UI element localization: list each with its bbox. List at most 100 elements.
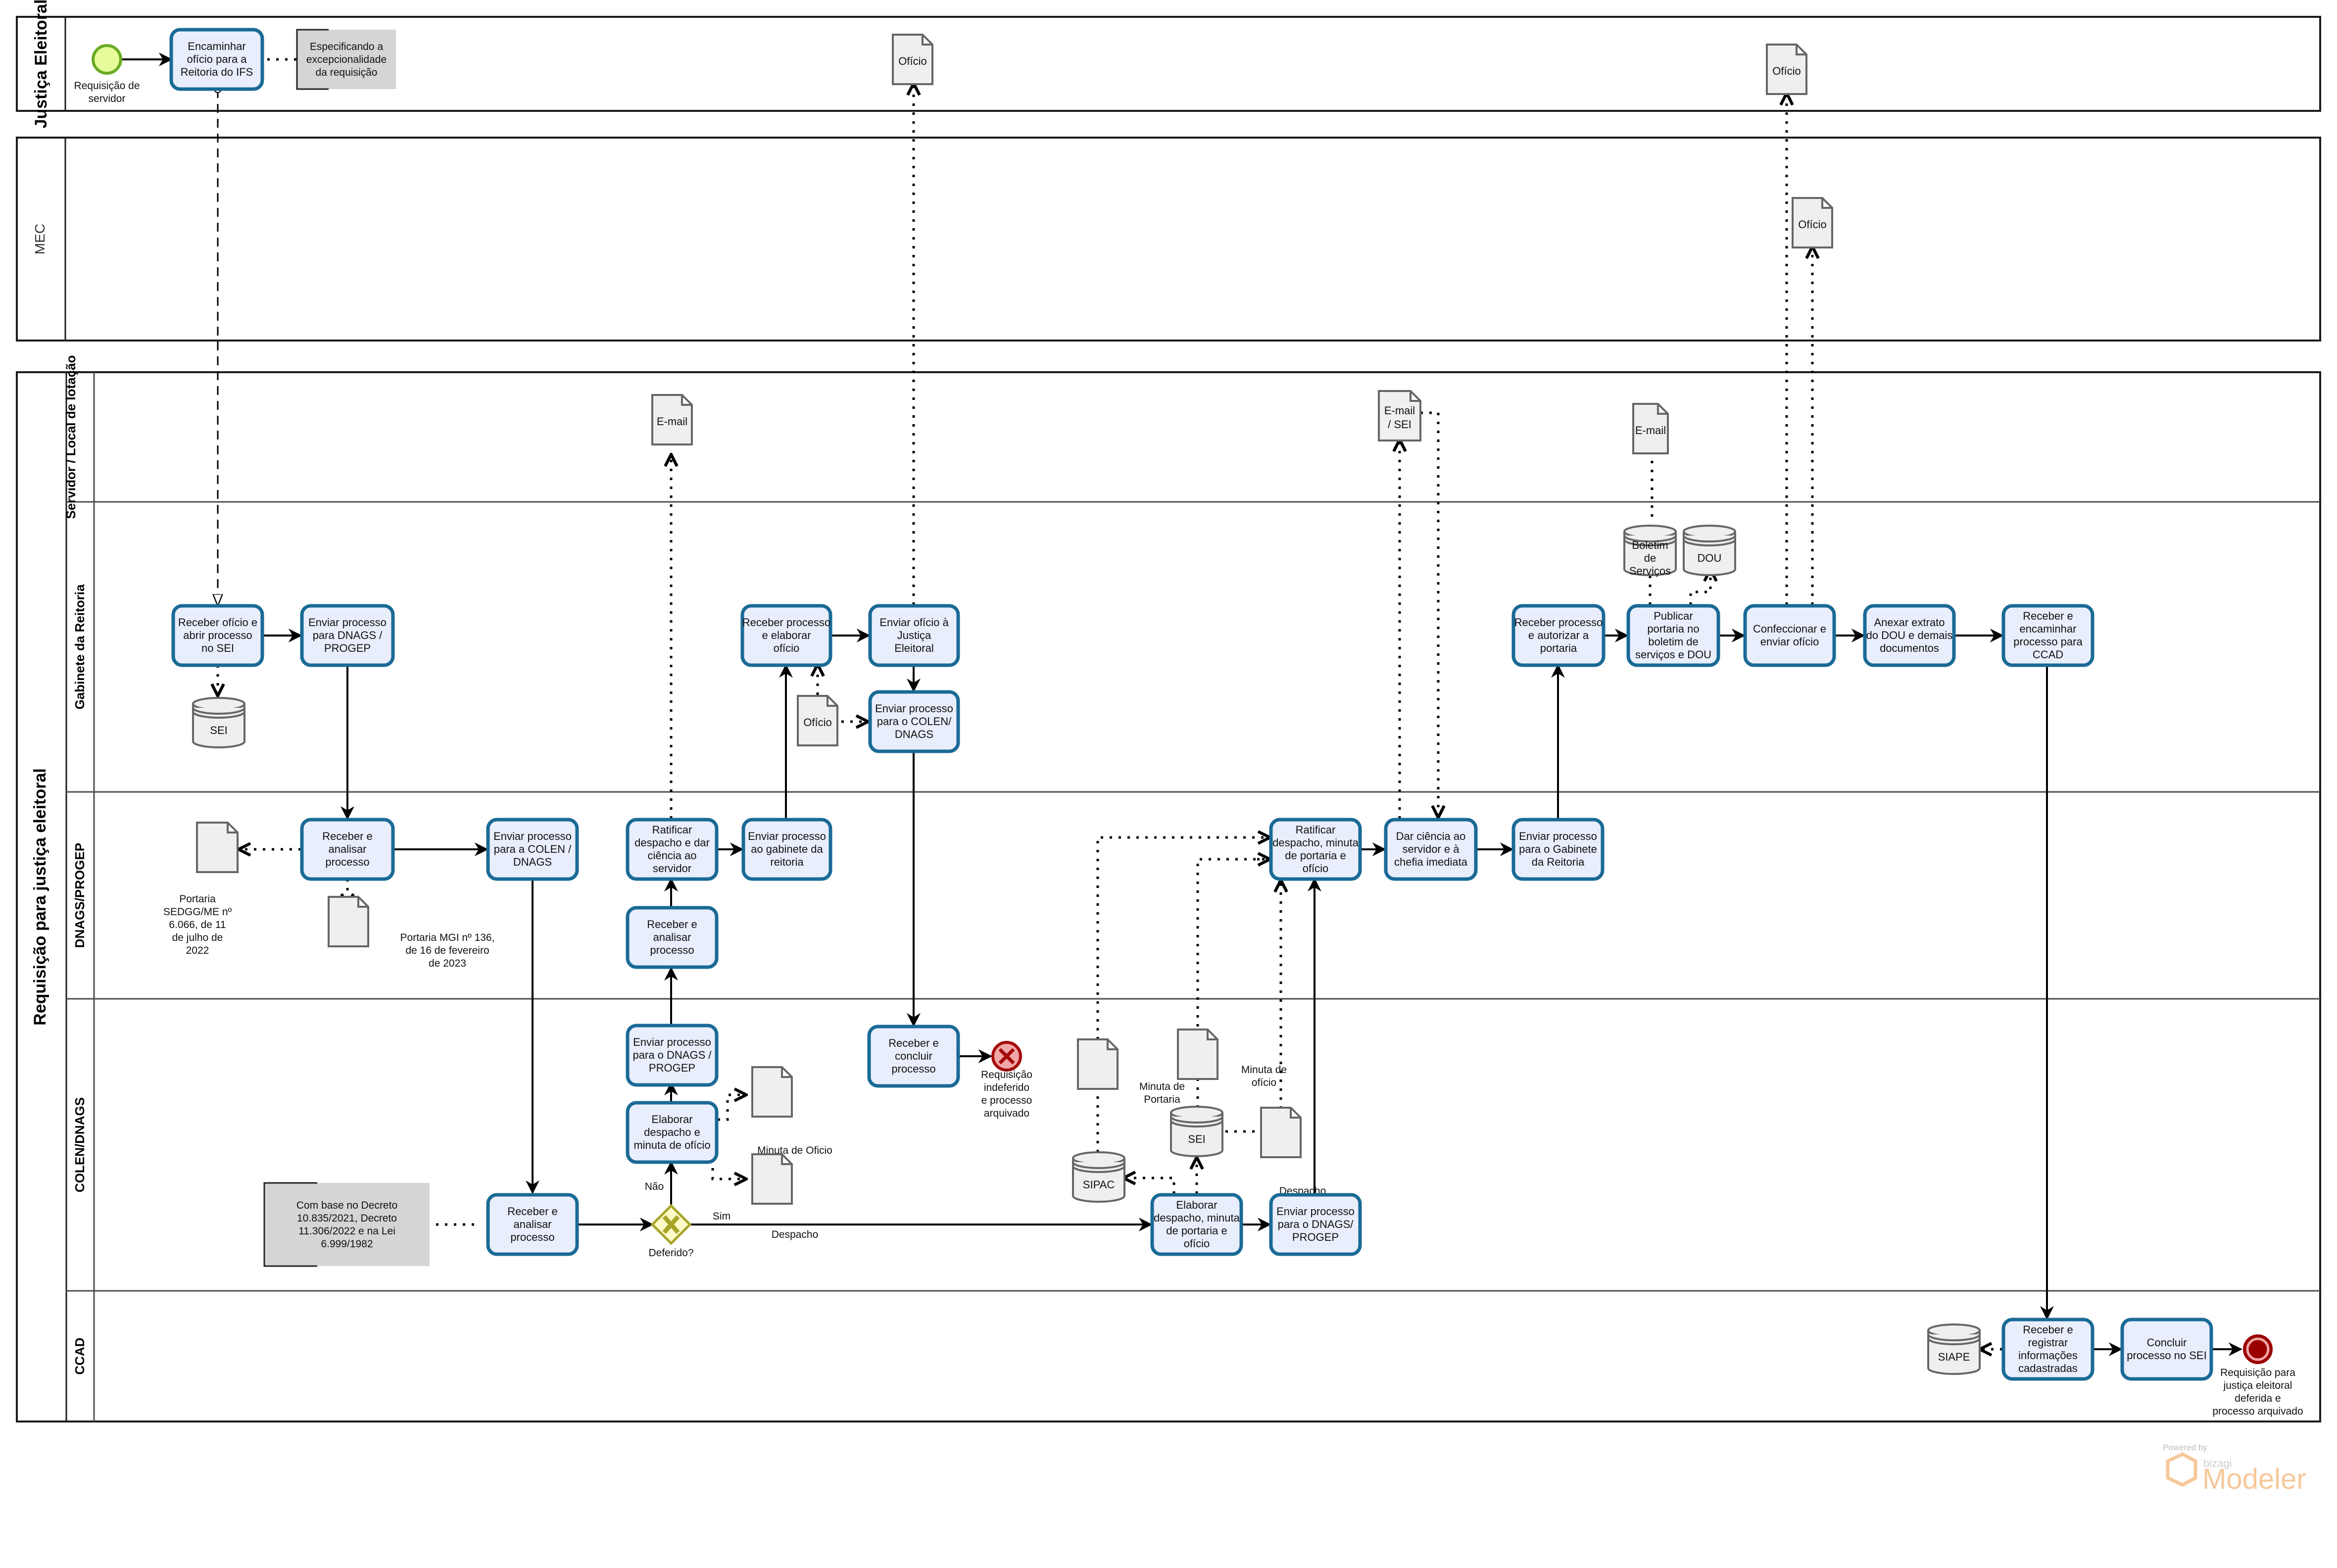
lane-servidor: Servidor / Local de lotação — [63, 355, 78, 519]
datastore-label: SEI — [1188, 1133, 1205, 1145]
pool-title-main: Requisição para justiça eleitoral — [31, 768, 49, 1026]
document-label: Ofício — [803, 716, 831, 729]
svg-text:Justiça Eleitoral: Justiça Eleitoral — [32, 0, 50, 128]
document-je-oficio-2: Ofício — [1766, 44, 1807, 95]
start-event[interactable] — [92, 44, 122, 75]
datastore-sipac: SIPAC — [1072, 1151, 1125, 1203]
document-label: Ofício — [898, 55, 926, 67]
end-event-error[interactable] — [991, 1041, 1022, 1072]
gateway-yes-label: Sim — [713, 1211, 730, 1222]
bizagi-logo-icon — [2166, 1452, 2197, 1487]
document-despacho-1: Despacho — [751, 1153, 819, 1240]
lane-title-dnags: DNAGS/PROGEP — [72, 843, 87, 948]
exclusive-x-icon — [662, 1215, 680, 1234]
datastore-sei-2: SEI — [1170, 1106, 1223, 1157]
document-email-2: E-mail — [1632, 403, 1669, 454]
document-label: E-mail — [1635, 424, 1666, 437]
pool-title-mec: MEC — [32, 224, 48, 254]
gateway-label: Deferido? — [648, 1247, 693, 1259]
datastore-siape: SIAPE — [1927, 1323, 1981, 1375]
pool-title-justica: Justiça Eleitoral — [32, 0, 50, 128]
document-label: Ofício — [1772, 65, 1801, 77]
datastore-label: SEI — [210, 724, 227, 736]
pool-mec: MEC — [16, 137, 2321, 342]
document-label: Despacho — [772, 1229, 819, 1240]
pool-justica-eleitoral: Justiça Eleitoral — [16, 0, 2321, 128]
svg-text:Powered by: Powered by — [2163, 1443, 2207, 1452]
document-email-sei: E-mail/ SEI — [1378, 390, 1421, 441]
lane-gabinete: Gabinete da Reitoria — [72, 584, 87, 709]
datastore-dou: DOU — [1683, 525, 1736, 576]
datastore-label: SIAPE — [1938, 1351, 1970, 1363]
gateway-deferido[interactable] — [650, 1204, 692, 1245]
end-event-success[interactable] — [2243, 1334, 2273, 1364]
document-label: E-mail/ SEI — [1384, 404, 1415, 431]
datastore-label: SIPAC — [1083, 1178, 1115, 1191]
document-mec-oficio: Ofício — [1792, 197, 1833, 248]
datastore-label: DOU — [1698, 552, 1722, 564]
lane-title-ccad: CCAD — [72, 1337, 87, 1374]
